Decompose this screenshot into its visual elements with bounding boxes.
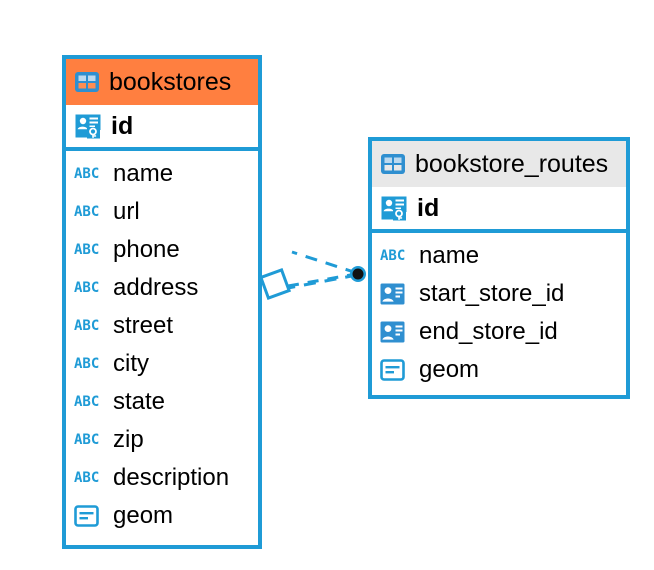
field-label-address: address [113,274,199,301]
table-icon [380,153,406,175]
abc-icon: ABC [74,280,100,296]
abc-icon: ABC [74,432,100,448]
field-row-city[interactable]: ABC city [66,345,258,383]
field-row-primary-key[interactable]: id [372,187,626,233]
primary-key-icon [74,113,102,139]
field-label-geom: geom [419,356,480,383]
field-list-bookstores: ABC name ABC url ABC phone ABC address A… [66,151,258,541]
table-icon [74,71,100,93]
dot-marker [350,266,366,282]
diamond-marker [258,267,292,301]
abc-icon: ABC [74,394,100,410]
field-row-name[interactable]: ABC name [372,237,626,275]
abc-icon: ABC [74,318,100,334]
entity-table-bookstore-routes[interactable]: bookstore_routes id [368,137,630,399]
field-row-end-store-id[interactable]: end_store_id [372,313,626,351]
entity-title-bookstore-routes: bookstore_routes [415,149,609,178]
field-label-name: name [113,160,174,187]
field-label-name: name [419,242,480,269]
abc-icon: ABC [74,166,100,182]
field-row-street[interactable]: ABC street [66,307,258,345]
field-label-start-store-id: start_store_id [419,280,565,307]
field-label-primary-key: id [417,193,440,222]
entity-table-bookstores[interactable]: bookstores id [62,55,262,549]
field-label-description: description [113,464,230,491]
field-row-description[interactable]: ABC description [66,459,258,497]
abc-icon: ABC [74,356,100,372]
geometry-icon [74,505,104,527]
field-row-state[interactable]: ABC state [66,383,258,421]
field-label-primary-key: id [111,111,134,140]
field-row-phone[interactable]: ABC phone [66,231,258,269]
field-row-url[interactable]: ABC url [66,193,258,231]
geometry-icon [380,359,410,381]
field-row-name[interactable]: ABC name [66,155,258,193]
field-row-zip[interactable]: ABC zip [66,421,258,459]
field-label-phone: phone [113,236,180,263]
field-label-street: street [113,312,174,339]
entity-title-bookstores: bookstores [109,67,232,96]
field-row-geom[interactable]: geom [66,497,258,535]
field-label-end-store-id: end_store_id [419,318,558,345]
field-row-address[interactable]: ABC address [66,269,258,307]
abc-icon: ABC [74,470,100,486]
abc-icon: ABC [74,242,100,258]
field-list-bookstore-routes: ABC name start_store_id [372,233,626,395]
foreign-key-icon [380,283,410,305]
abc-icon: ABC [380,248,406,264]
field-row-start-store-id[interactable]: start_store_id [372,275,626,313]
field-label-geom: geom [113,502,174,529]
foreign-key-icon [380,321,410,343]
entity-header-bookstores[interactable]: bookstores [66,59,258,105]
field-row-geom[interactable]: geom [372,351,626,389]
primary-key-icon [380,195,408,221]
entity-header-bookstore-routes[interactable]: bookstore_routes [372,141,626,187]
relationship-line-upper [287,272,357,288]
field-label-state: state [113,388,166,415]
field-label-url: url [113,198,140,225]
relationship-leg-top [291,250,358,275]
field-row-primary-key[interactable]: id [66,105,258,151]
relationship-line-lower [286,272,356,280]
abc-icon: ABC [74,204,100,220]
field-label-zip: zip [113,426,144,453]
relationship-leg-bottom [287,273,358,290]
field-label-city: city [113,350,149,377]
